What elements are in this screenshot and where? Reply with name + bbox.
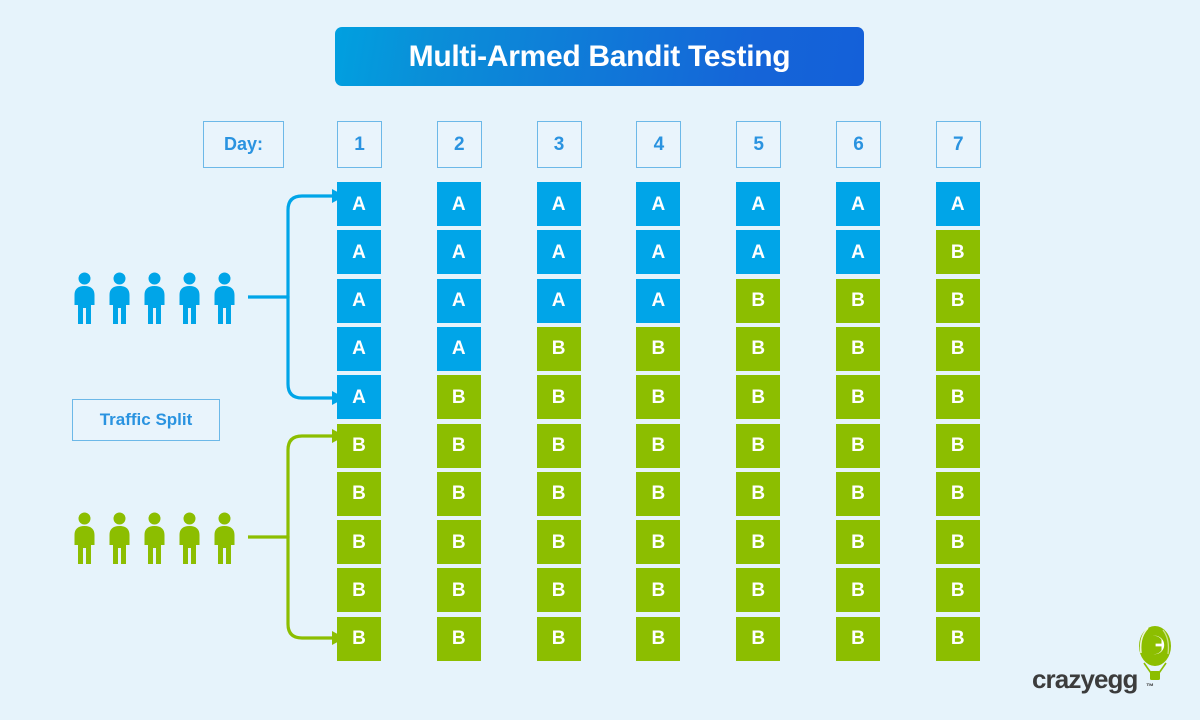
grid-cell-day6-row2-A: A: [836, 230, 880, 275]
grid-cell-day1-row5-A: A: [337, 375, 381, 420]
grid-cell-day7-row7-B: B: [935, 471, 980, 516]
grid-cell-day6-row4-B: B: [836, 326, 880, 371]
grid-cell-day7-row5-B: B: [935, 375, 980, 420]
grid-cell-day2-row10-B: B: [436, 616, 481, 661]
grid-cell-day5-row2-A: A: [736, 230, 781, 275]
traffic-split-label: Traffic Split: [72, 399, 220, 441]
person-icon: [72, 512, 97, 565]
grid-cell-day3-row3-A: A: [536, 278, 581, 323]
grid-cell-day4-row10-B: B: [636, 616, 681, 661]
grid-cell-day2-row5-B: B: [436, 375, 481, 420]
grid-cell-day2-row1-A: A: [436, 182, 481, 226]
grid-cell-day2-row7-B: B: [436, 471, 481, 516]
grid-cell-day5-row7-B: B: [736, 471, 781, 516]
day-header-2: 2: [436, 121, 482, 168]
grid-cell-day4-row1-A: A: [636, 182, 681, 226]
grid-cell-day4-row7-B: B: [636, 471, 681, 516]
person-icon: [142, 512, 167, 565]
grid-cell-day7-row3-B: B: [935, 278, 980, 323]
grid-cell-day4-row4-B: B: [636, 326, 681, 371]
person-icon: [142, 272, 167, 325]
grid-cell-day3-row5-B: B: [536, 375, 581, 420]
grid-cell-day2-row8-B: B: [436, 520, 481, 565]
person-icon: [177, 512, 202, 565]
page-title: Multi-Armed Bandit Testing: [408, 39, 791, 73]
crazyegg-logo: crazyegg ™: [1032, 625, 1184, 697]
person-icon: [177, 272, 202, 325]
grid-cell-day4-row9-B: B: [636, 568, 681, 613]
grid-cell-day6-row3-B: B: [836, 278, 880, 323]
grid-cell-day7-row1-A: A: [935, 182, 980, 226]
page-title-banner: Multi-Armed Bandit Testing: [335, 27, 864, 86]
bracket-arrow-icon-variant-a: [246, 182, 348, 417]
day-header-5: 5: [736, 121, 782, 168]
day-header-6: 6: [836, 121, 881, 168]
person-icon: [212, 512, 237, 565]
grid-cell-day6-row1-A: A: [836, 182, 880, 226]
person-icon: [107, 272, 132, 325]
grid-cell-day1-row10-B: B: [337, 616, 381, 661]
grid-cell-day1-row8-B: B: [337, 520, 381, 565]
grid-cell-day6-row8-B: B: [836, 520, 880, 565]
grid-cell-day2-row4-A: A: [436, 326, 481, 371]
grid-cell-day1-row6-B: B: [337, 423, 381, 468]
grid-cell-day3-row9-B: B: [536, 568, 581, 613]
grid-cell-day4-row5-B: B: [636, 375, 681, 420]
grid-cell-day3-row4-B: B: [536, 326, 581, 371]
grid-cell-day5-row5-B: B: [736, 375, 781, 420]
grid-cell-day6-row5-B: B: [836, 375, 880, 420]
grid-cell-day1-row1-A: A: [337, 182, 381, 226]
grid-cell-day2-row6-B: B: [436, 423, 481, 468]
grid-cell-day5-row9-B: B: [736, 568, 781, 613]
day-header-4: 4: [636, 121, 682, 168]
grid-cell-day7-row2-B: B: [935, 230, 980, 275]
grid-cell-day1-row3-A: A: [337, 278, 381, 323]
person-icon: [212, 272, 237, 325]
logo-wordmark: crazyegg: [1032, 664, 1138, 694]
person-icon: [72, 272, 97, 325]
bracket-arrow-icon-variant-b: [246, 422, 348, 657]
day-header-3: 3: [536, 121, 582, 168]
grid-cell-day4-row2-A: A: [636, 230, 681, 275]
grid-cell-day3-row1-A: A: [536, 182, 581, 226]
grid-cell-day7-row8-B: B: [935, 520, 980, 565]
grid-cell-day3-row8-B: B: [536, 520, 581, 565]
grid-cell-day4-row8-B: B: [636, 520, 681, 565]
grid-cell-day3-row6-B: B: [536, 423, 581, 468]
grid-cell-day1-row7-B: B: [337, 471, 381, 516]
grid-cell-day4-row6-B: B: [636, 423, 681, 468]
grid-cell-day6-row10-B: B: [836, 616, 880, 661]
logo-trademark: ™: [1146, 682, 1154, 691]
grid-cell-day5-row8-B: B: [736, 520, 781, 565]
grid-cell-day1-row2-A: A: [337, 230, 381, 275]
grid-cell-day6-row9-B: B: [836, 568, 880, 613]
person-icon: [107, 512, 132, 565]
day-label-box: Day:: [203, 121, 284, 168]
grid-cell-day4-row3-A: A: [636, 278, 681, 323]
grid-cell-day3-row10-B: B: [536, 616, 581, 661]
grid-cell-day2-row9-B: B: [436, 568, 481, 613]
grid-cell-day1-row4-A: A: [337, 326, 381, 371]
grid-cell-day7-row10-B: B: [935, 616, 980, 661]
grid-cell-day1-row9-B: B: [337, 568, 381, 613]
grid-cell-day2-row3-A: A: [436, 278, 481, 323]
day-header-1: 1: [337, 121, 382, 168]
grid-cell-day7-row4-B: B: [935, 326, 980, 371]
grid-cell-day2-row2-A: A: [436, 230, 481, 275]
day-header-7: 7: [935, 121, 981, 168]
grid-cell-day5-row3-B: B: [736, 278, 781, 323]
people-group-variant-a: [72, 272, 237, 325]
grid-cell-day6-row7-B: B: [836, 471, 880, 516]
grid-cell-day5-row1-A: A: [736, 182, 781, 226]
grid-cell-day6-row6-B: B: [836, 423, 880, 468]
people-group-variant-b: [72, 512, 237, 565]
grid-cell-day3-row7-B: B: [536, 471, 581, 516]
grid-cell-day3-row2-A: A: [536, 230, 581, 275]
grid-cell-day5-row10-B: B: [736, 616, 781, 661]
grid-cell-day5-row6-B: B: [736, 423, 781, 468]
grid-cell-day7-row9-B: B: [935, 568, 980, 613]
grid-cell-day7-row6-B: B: [935, 423, 980, 468]
hot-air-balloon-icon: [1132, 625, 1178, 683]
grid-cell-day5-row4-B: B: [736, 326, 781, 371]
